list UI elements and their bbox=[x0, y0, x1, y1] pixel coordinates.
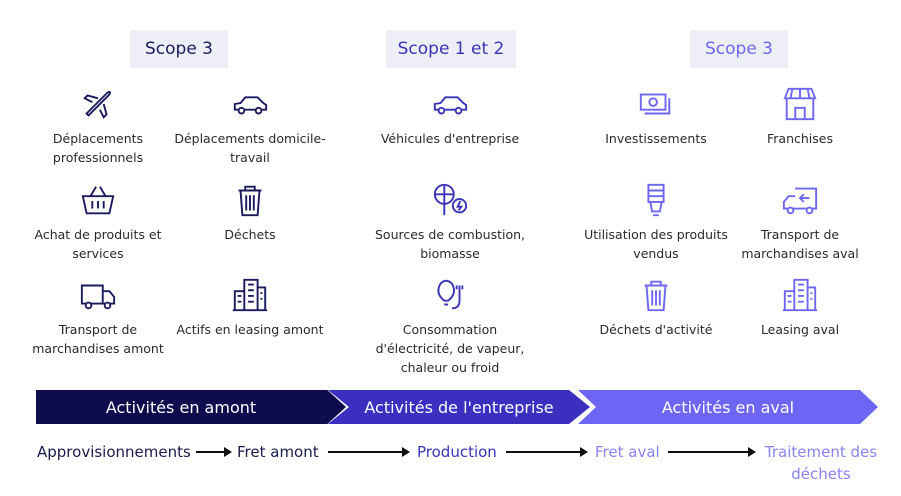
item-label: Déchets bbox=[224, 227, 276, 242]
trash-icon bbox=[637, 276, 675, 314]
basket-icon bbox=[79, 181, 117, 219]
flow-step-upstream-freight: Fret amont bbox=[237, 443, 319, 461]
flow-step-downstream-freight: Fret aval bbox=[595, 443, 660, 461]
flow-step-sourcing: Approvisionnements bbox=[37, 443, 191, 461]
banner-label: Activités de l'entreprise bbox=[364, 397, 554, 417]
item-combustion: Sources de combustion, biomasse bbox=[370, 181, 530, 263]
item-downstream-leasing: Leasing aval bbox=[720, 276, 880, 339]
money-icon bbox=[637, 85, 675, 123]
car-icon bbox=[431, 85, 469, 123]
item-purchases: Achat de produits et services bbox=[18, 181, 178, 263]
item-label: Utilisation des produits vendus bbox=[584, 227, 728, 261]
arrow-icon bbox=[668, 447, 756, 457]
arrow-icon bbox=[328, 447, 410, 457]
car-icon bbox=[231, 85, 269, 123]
banner-upstream: Activités en amont bbox=[36, 390, 346, 424]
energy-globe-icon bbox=[431, 181, 469, 219]
item-label: Franchises bbox=[767, 131, 833, 146]
truck-icon bbox=[79, 276, 117, 314]
item-company-vehicles: Véhicules d'entreprise bbox=[370, 85, 530, 148]
item-product-use: Utilisation des produits vendus bbox=[576, 181, 736, 263]
arrow-icon bbox=[506, 447, 588, 457]
banner-company: Activités de l'entreprise bbox=[328, 390, 590, 424]
bulb-plug-icon bbox=[431, 276, 469, 314]
item-electricity: Consommation d'électricité, de vapeur, c… bbox=[370, 276, 530, 377]
arrow-icon bbox=[196, 447, 232, 457]
item-label: Sources de combustion, biomasse bbox=[375, 227, 525, 261]
item-investments: Investissements bbox=[576, 85, 736, 148]
airplane-icon bbox=[79, 85, 117, 123]
item-label: Véhicules d'entreprise bbox=[380, 131, 520, 146]
banner-downstream: Activités en aval bbox=[578, 390, 878, 424]
item-label: Déplacements professionnels bbox=[52, 131, 144, 165]
eco-bulb-icon bbox=[637, 181, 675, 219]
item-downstream-transport: Transport de marchandises aval bbox=[720, 181, 880, 263]
item-label: Déchets d'activité bbox=[599, 322, 713, 337]
banner-label: Activités en amont bbox=[105, 397, 257, 417]
item-activity-waste: Déchets d'activité bbox=[576, 276, 736, 339]
trash-icon bbox=[231, 181, 269, 219]
truck-return-icon bbox=[781, 181, 819, 219]
item-waste: Déchets bbox=[170, 181, 330, 244]
scope-3-upstream-label: Scope 3 bbox=[130, 30, 228, 68]
item-label: Transport de marchandises amont bbox=[32, 322, 164, 356]
item-upstream-transport: Transport de marchandises amont bbox=[18, 276, 178, 358]
scope-3-downstream-label: Scope 3 bbox=[690, 30, 788, 68]
store-icon bbox=[781, 85, 819, 123]
building-icon bbox=[231, 276, 269, 314]
flow-step-production: Production bbox=[417, 443, 497, 461]
building-icon bbox=[781, 276, 819, 314]
item-label: Leasing aval bbox=[760, 322, 840, 337]
item-upstream-leasing: Actifs en leasing amont bbox=[170, 276, 330, 339]
item-label: Investissements bbox=[605, 131, 707, 146]
item-label: Actifs en leasing amont bbox=[176, 322, 324, 337]
item-label: Déplacements domicile-travail bbox=[174, 131, 326, 165]
item-business-travel: Déplacements professionnels bbox=[18, 85, 178, 167]
item-franchises: Franchises bbox=[720, 85, 880, 148]
scope-1-2-label: Scope 1 et 2 bbox=[386, 30, 516, 68]
flow-step-waste-treatment: Traitement des déchets bbox=[764, 443, 878, 483]
item-label: Transport de marchandises aval bbox=[741, 227, 859, 261]
item-label: Achat de produits et services bbox=[34, 227, 162, 261]
banner-label: Activités en aval bbox=[661, 397, 795, 417]
item-commuting: Déplacements domicile-travail bbox=[170, 85, 330, 167]
item-label: Consommation d'électricité, de vapeur, c… bbox=[375, 322, 525, 375]
